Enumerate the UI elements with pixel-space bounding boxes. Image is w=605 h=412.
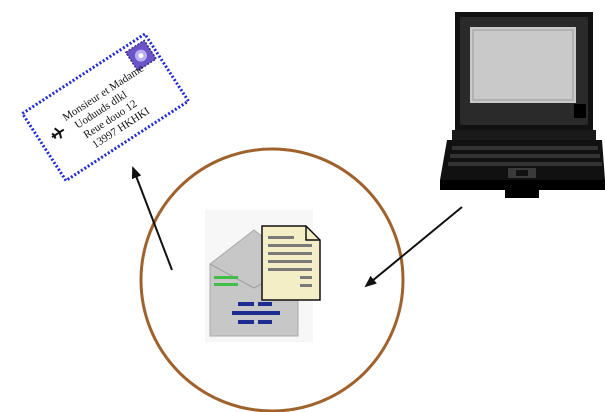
processing-circle [139, 147, 405, 412]
airplane-icon [51, 127, 65, 139]
postage-stamp-icon [124, 39, 158, 72]
laptop-screen [470, 27, 576, 103]
laptop-computer-icon [440, 12, 605, 198]
postal-envelope: Monsieur et Madame Uoduuds dlkl Reue dou… [20, 31, 191, 183]
arrow-computer-to-processor [364, 206, 463, 288]
arrow-processor-to-envelope [131, 166, 173, 271]
document-icon [261, 225, 321, 301]
